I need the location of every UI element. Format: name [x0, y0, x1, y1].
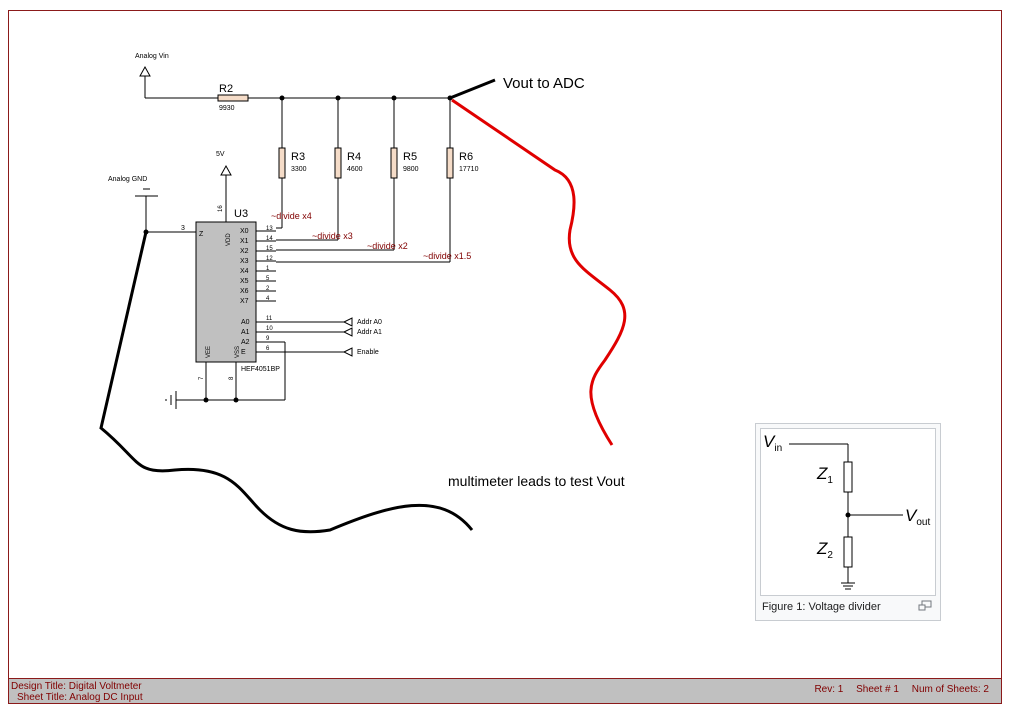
analog-gnd-terminal: Analog GND — [108, 176, 158, 232]
chip-ref: U3 — [234, 208, 248, 220]
title-block-right: Rev: 1 Sheet # 1 Num of Sheets: 2 — [804, 684, 989, 695]
addr-a0-connector — [342, 317, 353, 327]
chip-pin-number: 9 — [266, 336, 270, 342]
black-lead-vout — [449, 78, 496, 100]
pin-8-label: 8 — [229, 376, 235, 380]
divide-x2-label: ~divide x2 — [367, 241, 408, 251]
enlarge-icon[interactable] — [918, 600, 932, 611]
sheet-number: Sheet # 1 — [856, 684, 899, 695]
addr-a1-label: Addr A1 — [357, 329, 382, 336]
chip-pin-x0: X0 — [240, 228, 249, 235]
figure-card: Vin Z1 Z2 Vout Figure 1: Voltage divider — [755, 423, 941, 621]
enable-label: Enable — [357, 349, 379, 356]
chip-pin-vee: VEE — [206, 346, 212, 358]
fig-vin-label: Vin — [763, 432, 782, 454]
chip-pin-z: Z — [199, 231, 204, 238]
resistor-r4: R4 4600 — [334, 98, 363, 240]
chip-pin-x4: X4 — [240, 268, 249, 275]
chip-pin-vdd: VDD — [226, 233, 232, 246]
voltage-divider-diagram: Vin Z1 Z2 Vout — [763, 432, 930, 590]
chip-pin-number: 13 — [266, 226, 273, 232]
chip-pin-number: 1 — [266, 266, 270, 272]
chip-pin-x6: X6 — [240, 288, 249, 295]
chip-pin-number: 2 — [266, 286, 270, 292]
divide-x3-label: ~divide x3 — [312, 231, 353, 241]
analog-vin-terminal: Analog Vin — [135, 53, 169, 98]
chip-pin-number: 4 — [266, 296, 270, 302]
chip-pin-number: 11 — [266, 316, 273, 322]
figure-caption: Figure 1: Voltage divider — [762, 601, 881, 613]
r4-label: R4 — [347, 151, 361, 163]
junction-dot — [203, 397, 209, 403]
chip-pin-x5: X5 — [240, 278, 249, 285]
chip-pin-x7: X7 — [240, 298, 249, 305]
num-sheets: Num of Sheets: 2 — [911, 684, 989, 695]
rev-label: Rev: 1 — [814, 684, 844, 695]
r2-label: R2 — [219, 83, 233, 95]
r5-label: R5 — [403, 151, 417, 163]
resistor-r6: R6 17710 — [446, 98, 479, 262]
divide-x15-label: ~divide x1.5 — [423, 251, 471, 261]
chip-pin-a0: A0 — [241, 319, 250, 326]
chip-pin-number: 6 — [266, 346, 270, 352]
chip-pin-number: 12 — [266, 256, 273, 262]
analog-gnd-label: Analog GND — [108, 176, 147, 183]
supply-5v: 5V 16 — [216, 151, 232, 222]
divide-x4-label: ~divide x4 — [271, 211, 312, 221]
resistor-r3: R3 3300 — [278, 98, 307, 208]
fig-resistor-z1 — [843, 461, 853, 493]
pin-7-label: 7 — [199, 376, 205, 380]
resistor-r2: R2 9930 — [217, 83, 249, 112]
supply-5v-label: 5V — [216, 151, 225, 158]
r6-label: R6 — [459, 151, 473, 163]
r6-value: 17710 — [459, 166, 479, 173]
chip-pin-number: 5 — [266, 276, 270, 282]
title-block-left: Design Title: Digital Voltmeter Sheet Ti… — [11, 681, 143, 703]
chip-pin-x3: X3 — [240, 258, 249, 265]
ground-icon — [165, 391, 177, 409]
sheet-border — [8, 10, 1002, 704]
chip-pin-number: 10 — [266, 326, 273, 332]
fig-resistor-z2 — [843, 536, 853, 568]
design-title: Design Title: Digital Voltmeter — [11, 681, 142, 692]
junction-dot — [233, 397, 239, 403]
pin-16-label: 16 — [218, 205, 224, 212]
analog-vin-label: Analog Vin — [135, 53, 169, 60]
chip-pin-number: 15 — [266, 246, 273, 252]
chip-pin-number: 14 — [266, 236, 273, 242]
vout-to-adc-label: Vout to ADC — [503, 75, 585, 92]
multimeter-label: multimeter leads to test Vout — [448, 473, 625, 489]
fig-z2-label: Z2 — [816, 539, 833, 561]
sheet-title: Sheet Title: Analog DC Input — [17, 692, 143, 703]
fig-ground-icon — [841, 582, 855, 590]
addr-a0-label: Addr A0 — [357, 319, 382, 326]
chip-pin-a2: A2 — [241, 339, 250, 346]
chip-part: HEF4051BP — [241, 366, 280, 373]
chip-pin-a1: A1 — [241, 329, 250, 336]
figure-image[interactable]: Vin Z1 Z2 Vout — [760, 428, 936, 596]
enable-connector — [342, 347, 353, 357]
chip-pin-x2: X2 — [240, 248, 249, 255]
fig-vout-label: Vout — [905, 506, 930, 528]
chip-pin-x1: X1 — [240, 238, 249, 245]
r4-value: 4600 — [347, 166, 363, 173]
black-multimeter-lead — [99, 231, 474, 534]
addr-a1-connector — [342, 327, 353, 337]
pin-3-label: 3 — [181, 225, 185, 232]
fig-z1-label: Z1 — [816, 464, 833, 486]
r3-label: R3 — [291, 151, 305, 163]
chip-pin-e: E — [241, 349, 246, 356]
chip-pin-vss: VSS — [235, 346, 241, 358]
r3-value: 3300 — [291, 166, 307, 173]
chip-u3: U3 Z VDD VEE VSS HEF4051BP — [195, 208, 280, 373]
r5-value: 9800 — [403, 166, 419, 173]
resistor-r5: R5 9800 — [390, 98, 419, 250]
r2-value: 9930 — [219, 105, 235, 112]
red-multimeter-lead — [451, 98, 627, 446]
title-block: Design Title: Digital Voltmeter Sheet Ti… — [9, 678, 1001, 703]
